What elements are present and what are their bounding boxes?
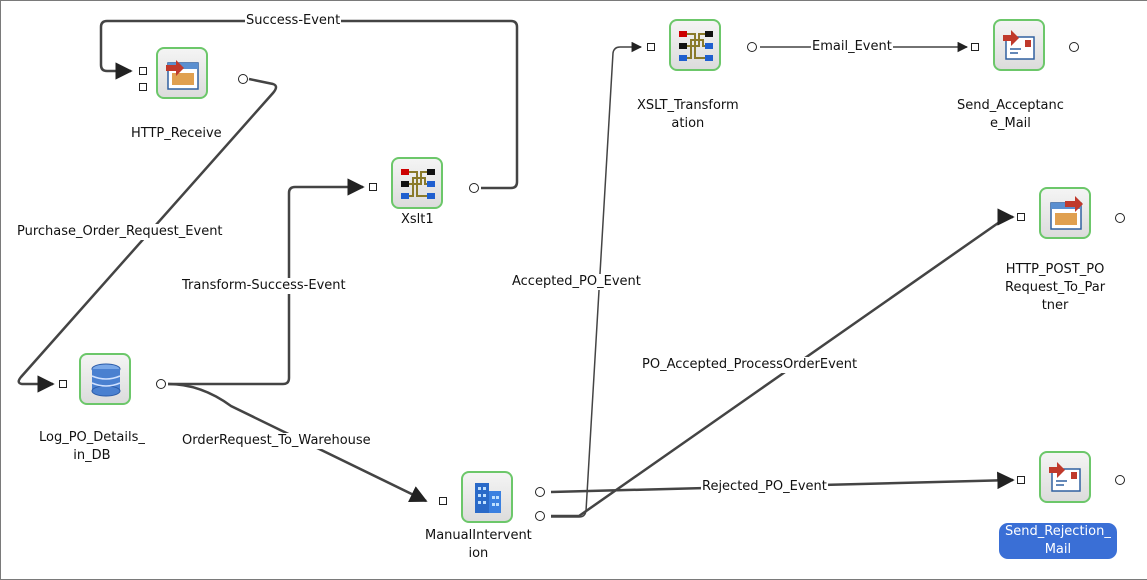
node-label-xslt-transformation: XSLT_Transform ation: [637, 98, 739, 131]
edge-label-po-accepted-process: PO_Accepted_ProcessOrderEvent: [641, 357, 859, 373]
edge-label-accepted-po: Accepted_PO_Event: [511, 274, 642, 290]
output-port[interactable]: [238, 74, 248, 84]
node-label-send-rejection-mail[interactable]: Send_Rejection_ Mail: [999, 523, 1117, 559]
edge-label-order-request-warehouse: OrderRequest_To_Warehouse: [181, 433, 372, 449]
node-label-send-acceptance-mail: Send_Acceptanc e_Mail: [957, 98, 1064, 131]
http-post-request-node[interactable]: [1039, 187, 1091, 239]
node-label-manual-intervention: ManualIntervent ion: [425, 528, 532, 561]
order-request-warehouse-wire: [167, 382, 428, 503]
log-po-details-node[interactable]: [79, 353, 131, 405]
edge-label-email-event: Email_Event: [811, 39, 893, 55]
input-port[interactable]: [1017, 213, 1025, 221]
send-acceptance-mail-node[interactable]: [993, 19, 1045, 71]
xslt-icon: [401, 169, 435, 199]
input-port[interactable]: [971, 43, 979, 51]
edge-label-success-event: Success-Event: [245, 13, 342, 29]
input-port[interactable]: [369, 183, 377, 191]
node-label-http-receive: HTTP_Receive: [131, 126, 222, 141]
output-port[interactable]: [1115, 213, 1125, 223]
input-port[interactable]: [59, 380, 67, 388]
edge-label-purchase-order-request: Purchase_Order_Request_Event: [16, 224, 224, 240]
output-port[interactable]: [535, 511, 545, 521]
output-port[interactable]: [1115, 475, 1125, 485]
http-receive-node[interactable]: [156, 47, 208, 99]
http-post-icon: [1050, 196, 1083, 230]
database-icon: [91, 363, 121, 397]
edge-label-transform-success: Transform-Success-Event: [181, 278, 347, 294]
mail-icon: [1003, 30, 1035, 60]
input-port[interactable]: [439, 497, 447, 505]
output-port[interactable]: [535, 487, 545, 497]
output-port[interactable]: [469, 183, 479, 193]
node-label-log-po-details: Log_PO_Details_ in_DB: [39, 430, 145, 463]
input-port[interactable]: [647, 43, 655, 51]
edge-label-rejected-po: Rejected_PO_Event: [701, 479, 828, 495]
xslt-transformation-node[interactable]: [669, 19, 721, 71]
output-port[interactable]: [156, 379, 166, 389]
input-port[interactable]: [139, 83, 147, 91]
input-port[interactable]: [139, 67, 147, 75]
xslt-icon: [679, 31, 713, 61]
input-port[interactable]: [1017, 476, 1025, 484]
xslt1-node[interactable]: [391, 157, 443, 209]
http-receive-icon: [166, 60, 199, 90]
node-label-http-post-request: HTTP_POST_PO Request_To_Par tner: [1005, 262, 1106, 313]
po-accepted-wire: [551, 208, 1015, 518]
output-port[interactable]: [1069, 42, 1079, 52]
output-port[interactable]: [747, 42, 757, 52]
mail-icon: [1049, 462, 1081, 492]
send-rejection-mail-node[interactable]: [1039, 451, 1091, 503]
node-label-xslt1: Xslt1: [401, 212, 434, 227]
building-icon: [475, 483, 501, 513]
manual-intervention-node[interactable]: [461, 471, 513, 523]
